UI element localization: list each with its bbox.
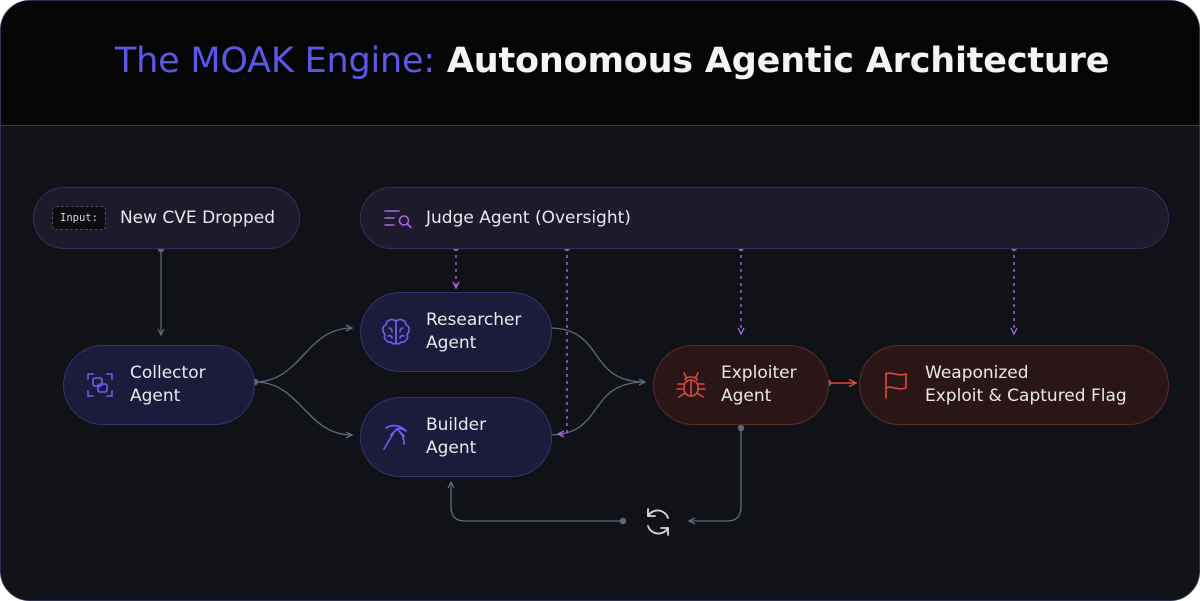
researcher-node: Researcher Agent <box>360 292 552 372</box>
collector-label: Collector Agent <box>130 363 206 406</box>
researcher-label: Researcher Agent <box>426 310 522 353</box>
exploiter-node: Exploiter Agent <box>653 345 829 425</box>
brain-icon <box>379 315 413 349</box>
flag-icon <box>880 369 912 401</box>
collect-icon <box>84 369 116 401</box>
edge-collector-split <box>251 328 352 435</box>
input-label: New CVE Dropped <box>119 207 276 228</box>
edge-exploiter-result <box>824 380 856 387</box>
builder-node: Builder Agent <box>360 397 552 477</box>
collector-node: Collector Agent <box>63 345 255 425</box>
result-label: Weaponized Exploit & Captured Flag <box>925 363 1127 406</box>
refresh-icon <box>639 503 677 541</box>
input-badge: Input: <box>52 206 106 230</box>
input-node: Input: New CVE Dropped <box>33 187 300 249</box>
judge-node: Judge Agent (Oversight) <box>360 187 1169 249</box>
header: The MOAK Engine: Autonomous Agentic Arch… <box>1 1 1199 126</box>
judge-label: Judge Agent (Oversight) <box>426 207 631 228</box>
result-node: Weaponized Exploit & Captured Flag <box>859 345 1169 425</box>
edge-input-collector <box>158 245 164 335</box>
pickaxe-icon <box>379 420 413 454</box>
edge-merge-exploiter <box>545 324 645 439</box>
page-title: The MOAK Engine: Autonomous Agentic Arch… <box>115 41 1109 81</box>
bug-icon <box>674 368 708 402</box>
edge-feedback-loop <box>451 424 745 524</box>
exploiter-label: Exploiter Agent <box>721 363 797 406</box>
search-list-icon <box>383 207 413 229</box>
title-main: Autonomous Agentic Architecture <box>446 41 1110 81</box>
title-brand: The MOAK Engine: <box>115 41 435 81</box>
builder-label: Builder Agent <box>426 415 487 458</box>
